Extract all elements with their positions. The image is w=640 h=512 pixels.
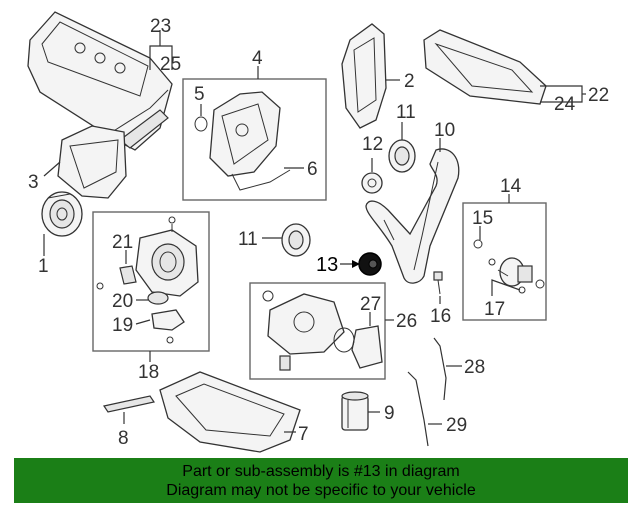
callout-12: 12 (362, 134, 383, 155)
callout-26: 26 (396, 311, 417, 332)
oil-pump[interactable] (262, 290, 345, 371)
cylinder-head-cover[interactable] (27, 11, 173, 151)
banner-line-2: Diagram may not be specific to your vehi… (166, 482, 476, 499)
callout-23-leader (149, 30, 173, 70)
callout-6: 6 (307, 159, 318, 180)
timing-cover-lower[interactable] (57, 125, 127, 199)
group-box-26 (249, 282, 386, 380)
callout-28: 28 (464, 357, 485, 378)
callout-29: 29 (446, 415, 467, 436)
valve-19[interactable] (151, 309, 185, 344)
oil-filter[interactable] (341, 391, 369, 431)
timing-cover-gasket[interactable] (209, 91, 291, 191)
timing-cover-upper[interactable] (341, 23, 387, 129)
callout-27: 27 (360, 294, 381, 315)
callout-21: 21 (112, 232, 133, 253)
callout-10: 10 (434, 120, 455, 141)
oil-pan[interactable] (159, 371, 301, 453)
callout-18: 18 (138, 362, 159, 383)
callout-14: 14 (500, 176, 522, 197)
callout-17: 17 (484, 299, 505, 320)
callout-13: 13 (316, 254, 338, 276)
oil-pump-cover-27[interactable] (333, 325, 383, 369)
part-8[interactable] (103, 395, 155, 413)
oil-dipstick-tube[interactable] (433, 337, 447, 401)
o-ring-5[interactable] (194, 116, 208, 132)
engine-parts-diagram: 23 25 3 1 4 5 6 2 24 22 (27, 11, 609, 453)
tensioner-assembly[interactable] (473, 239, 545, 294)
callout-3: 3 (28, 172, 39, 193)
callout-3-leader (43, 161, 61, 177)
camshaft-sprocket-lower[interactable] (281, 223, 311, 257)
gasket-20[interactable] (147, 291, 169, 305)
part-13-idler-highlighted[interactable] (358, 252, 382, 276)
camshaft-sprocket-upper[interactable] (388, 139, 416, 173)
idler-pulley[interactable] (361, 172, 383, 194)
callout-8: 8 (118, 428, 129, 449)
callout-20: 20 (112, 291, 133, 312)
timing-belt[interactable] (365, 148, 460, 284)
callout-24: 24 (554, 94, 576, 115)
sensor-21[interactable] (96, 265, 137, 290)
callout-19: 19 (112, 315, 133, 336)
group-box-18 (92, 211, 210, 352)
callout-25: 25 (160, 54, 181, 75)
callout-2: 2 (404, 71, 415, 92)
info-banner: Part or sub-assembly is #13 in diagram D… (14, 458, 628, 503)
callout-11-lower: 11 (238, 229, 258, 250)
callout-11-upper: 11 (396, 102, 416, 123)
callout-15: 15 (472, 208, 493, 229)
throttle-body[interactable] (135, 216, 199, 297)
right-head-cover[interactable] (423, 29, 547, 105)
group-box-4 (182, 78, 327, 201)
callout-16: 16 (430, 306, 451, 327)
callout-1: 1 (38, 256, 49, 277)
callout-7: 7 (298, 424, 309, 445)
group-box-14 (462, 202, 547, 321)
callout-23: 23 (150, 16, 171, 37)
banner-line-1: Part or sub-assembly is #13 in diagram (182, 463, 460, 480)
callout-4: 4 (252, 48, 263, 69)
callout-5: 5 (194, 84, 205, 105)
bolt-16[interactable] (433, 271, 443, 295)
oil-dipstick[interactable] (407, 371, 429, 447)
callout-22: 22 (588, 85, 609, 106)
crankshaft-pulley[interactable] (41, 191, 83, 237)
callout-9: 9 (384, 403, 395, 424)
